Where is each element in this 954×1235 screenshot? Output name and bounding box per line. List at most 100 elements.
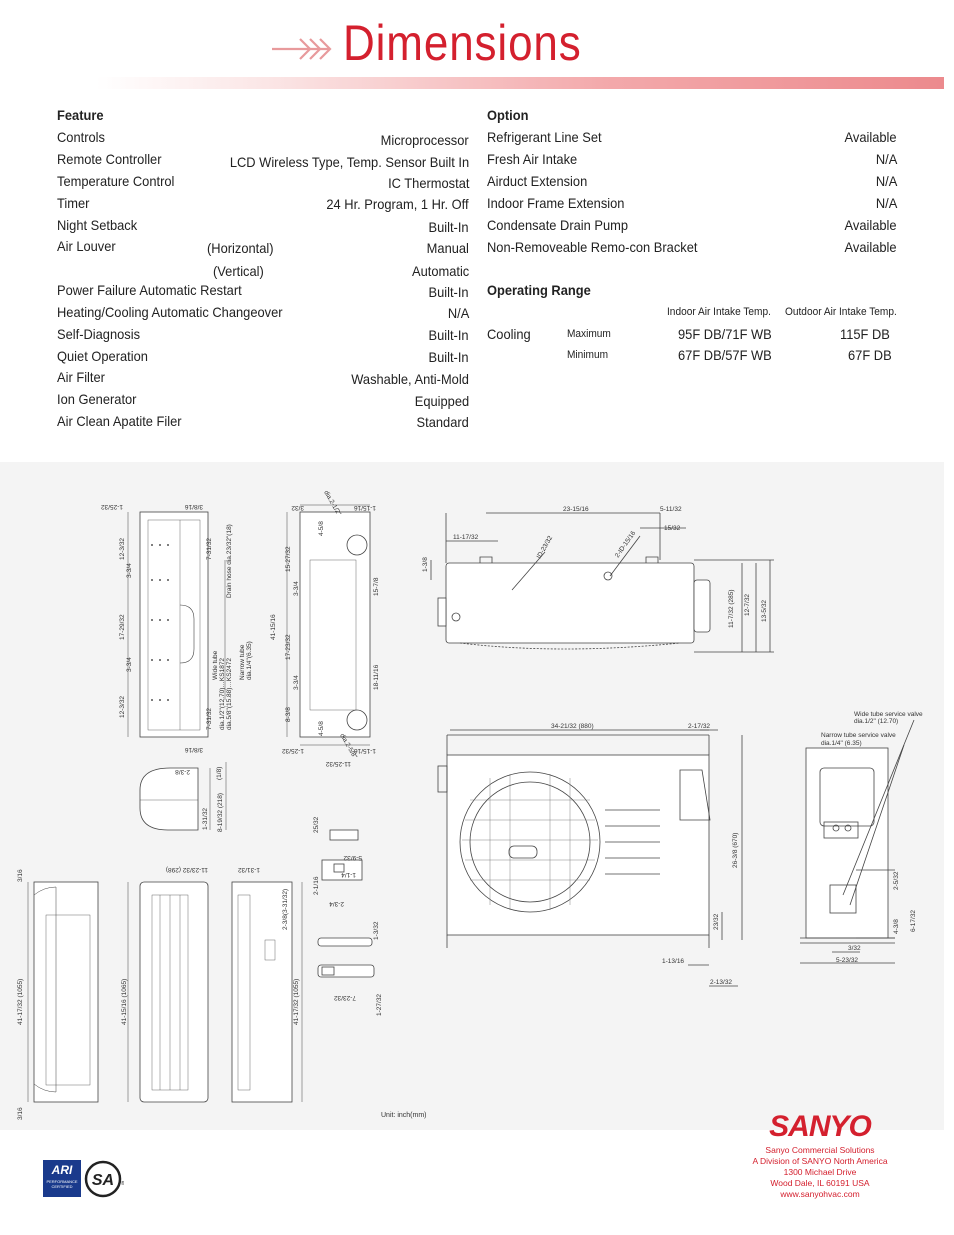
feature-value: IC Thermostat: [387, 175, 469, 191]
dim-label: 3-3/4: [126, 657, 133, 672]
svg-text:ARI: ARI: [51, 1163, 73, 1177]
dim-label: 23-15/16: [563, 506, 589, 513]
feature-value: Built-In: [428, 219, 469, 235]
svg-text:PERFORMANCE: PERFORMANCE: [46, 1179, 77, 1184]
range-row-label: Minimum: [567, 349, 609, 361]
option-label: Airduct Extension: [487, 173, 588, 189]
range-indoor-value: 95F DB/71F WB: [678, 326, 772, 342]
dim-label: dia.1/2"(12.70)…KS1872: [219, 658, 226, 730]
dim-label: 1-25/32: [101, 503, 123, 510]
website-link[interactable]: www.sanyohvac.com: [780, 1189, 860, 1199]
indoor-side-small-dims: 2-3/8 (1/8) 1-31/32 8-19/32 (218): [175, 767, 224, 832]
feature-label: Remote Controller: [57, 151, 162, 167]
dim-label: 11-7/32 (285): [728, 589, 735, 628]
outdoor-front-dims: 34-21/32 (880) 2-17/32 26-3/8 (670) 23/3…: [551, 723, 739, 986]
option-value: N/A: [875, 151, 897, 167]
dim-label: 3/8/16: [185, 746, 203, 753]
option-value: N/A: [875, 195, 897, 211]
dim-label: 17-29/32: [119, 614, 126, 640]
dim-label: 3/32: [291, 504, 304, 511]
operating-range-heading: Operating Range: [487, 282, 591, 298]
dim-label: 2-1/16: [313, 876, 320, 895]
feature-label: Temperature Control: [57, 173, 175, 189]
feature-value: Standard: [416, 414, 469, 430]
dim-label: 15-7/8: [373, 577, 380, 596]
feature-label: Air Filter: [57, 369, 105, 385]
range-outdoor-value: 67F DB: [848, 347, 892, 363]
dim-label: 2-3/8: [175, 768, 190, 775]
option-value: Available: [844, 217, 897, 233]
dim-label: 12-7/32: [744, 594, 751, 616]
feature-value: LCD Wireless Type, Temp. Sensor Built In: [229, 154, 469, 170]
option-label: Indoor Frame Extension: [487, 195, 625, 211]
dim-label: 11-17/32: [453, 534, 479, 541]
feature-sublabel: (Horizontal): [207, 240, 274, 256]
svg-text:SA: SA: [92, 1172, 114, 1189]
outdoor-top-view: [430, 512, 774, 653]
dim-label: Narrow tube: [239, 644, 246, 680]
dim-label: 3-3/4: [293, 675, 300, 690]
dim-label: 23/32: [713, 913, 720, 930]
dim-label: 11-23/32 (298): [166, 866, 208, 873]
range-indoor-value: 67F DB/57F WB: [678, 347, 772, 363]
dim-label: dia.1/4" (6.35): [821, 740, 862, 747]
feature-value: 24 Hr. Program, 1 Hr. Off: [326, 196, 469, 212]
dim-label: 4-3/8: [893, 919, 900, 934]
indoor-back-dims: 1-25/32 3/8/16 12-3/32 3-3/4 17-29/32 3-…: [101, 503, 253, 753]
feature-label: Night Setback: [57, 217, 138, 233]
sanyo-logo: SANYO: [769, 1110, 872, 1142]
dim-label: (1/8): [216, 767, 223, 780]
feature-label: Ion Generator: [57, 391, 137, 407]
dim-label: dia.1/2" (12.70): [854, 718, 898, 725]
ari-certified-logo: ARI PERFORMANCE CERTIFIED: [43, 1160, 81, 1197]
dim-label: 1-31/32: [238, 866, 260, 873]
csa-logo: SA ®: [84, 1160, 124, 1198]
dim-label: dia.5/8"(15.88)…KS2472: [226, 658, 233, 730]
dim-label: 12-3/32: [119, 696, 126, 718]
dim-label: 1-15/16: [354, 504, 376, 511]
option-label: Refrigerant Line Set: [487, 129, 602, 145]
svg-text:CERTIFIED: CERTIFIED: [51, 1184, 72, 1189]
feature-heading: Feature: [57, 107, 104, 123]
dim-label: 34-21/32 (880): [551, 723, 594, 730]
dimension-drawings: 23-15/16 5-11/32 15/32 11-17/32 1-3/8 11…: [0, 462, 944, 1130]
dim-label: 2-5/32: [893, 871, 900, 890]
dim-label: dia.1/4"(6.35): [246, 641, 253, 680]
feature-label: Air Louver: [57, 238, 116, 254]
dim-label: 41-15/16: [270, 614, 277, 640]
feature-label: Heating/Cooling Automatic Changeover: [57, 304, 283, 320]
indoor-views-dims: 3/16 41-17/32 (1055) 3/16 11-23/32 (298)…: [17, 866, 300, 1120]
indoor-view-c: [231, 881, 303, 1103]
feature-label: Power Failure Automatic Restart: [57, 282, 242, 298]
dim-label: 1-3/8: [422, 557, 429, 572]
dim-label: 8-19/32 (218): [217, 793, 224, 832]
page-title: Dimensions: [343, 15, 582, 71]
dim-label: 7-23/32: [334, 994, 356, 1001]
dim-label: 3/8/16: [185, 503, 203, 510]
feature-sublabel: (Vertical): [213, 263, 264, 279]
dim-label: 15/32: [664, 525, 681, 532]
dim-label: 17-23/32: [285, 634, 292, 660]
indoor-temp-header: Indoor Air Intake Temp.: [667, 306, 771, 318]
dim-label: 7-31/32: [206, 538, 213, 560]
dim-label: Narrow tube service valve: [821, 732, 896, 739]
feature-value: Washable, Anti-Mold: [351, 371, 469, 387]
feature-value: Microprocessor: [380, 132, 469, 148]
dim-label: 1-25/32: [282, 747, 304, 754]
feature-label: Air Clean Apatite Filer: [57, 413, 182, 429]
feature-value: Built-In: [428, 327, 469, 343]
feature-value: Equipped: [414, 393, 469, 409]
dim-label: Wide tube: [212, 650, 219, 680]
dim-label: 2-3/4: [329, 900, 344, 907]
dim-label: 12-3/32: [119, 538, 126, 560]
unit-note: Unit: inch(mm): [381, 1112, 427, 1119]
feature-label: Self-Diagnosis: [57, 326, 141, 342]
feature-label: Quiet Operation: [57, 348, 148, 364]
dim-label: 41-17/32 (1055): [293, 979, 300, 1025]
feature-value: Automatic: [411, 263, 469, 279]
address-line: A Division of SANYO North America: [752, 1156, 888, 1166]
dim-label: 15-27/32: [285, 546, 292, 572]
outdoor-temp-header: Outdoor Air Intake Temp.: [785, 306, 897, 318]
outdoor-front-view: [437, 729, 743, 987]
chevron-arrows-icon: [272, 38, 332, 60]
